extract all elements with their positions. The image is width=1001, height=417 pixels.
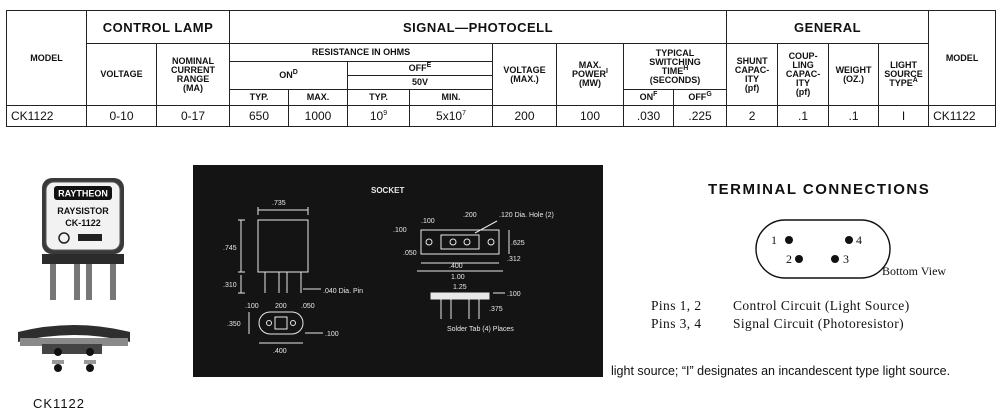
cell-current: 0-17 <box>155 105 231 127</box>
spec-table: MODEL CONTROL LAMP SIGNAL—PHOTOCELL GENE… <box>6 10 997 127</box>
svg-text:.200: .200 <box>463 212 477 219</box>
model-header: MODEL <box>6 10 87 106</box>
cell-shunt: 2 <box>726 105 779 127</box>
cell-model-right: CK1122 <box>928 105 997 127</box>
pin-diagram: 1 2 3 4 Bottom View <box>755 219 946 279</box>
raysistor-photo: RAYTHEON RAYSISTOR CK-1122 <box>42 178 124 300</box>
on-header: OND <box>229 61 349 90</box>
cell-weight: .1 <box>828 105 880 127</box>
photo-caption: CK1122 <box>33 396 86 411</box>
general-group: GENERAL <box>726 10 930 44</box>
pin-4-label: 4 <box>856 233 862 247</box>
svg-text:.375: .375 <box>489 306 503 313</box>
pin-3-label: 3 <box>843 252 849 266</box>
switching-time-header: TYPICAL SWITCHING TIMEH (SECONDS) <box>623 43 728 90</box>
off-typ-header: TYP. <box>347 89 411 106</box>
cell-light-source: I <box>878 105 930 127</box>
light-source-header: LIGHT SOURCE TYPEA <box>878 43 930 106</box>
pin-1-dot <box>785 236 793 244</box>
svg-text:.400: .400 <box>449 263 463 270</box>
pin-1-label: 1 <box>771 233 777 247</box>
resistance-header: RESISTANCE IN OHMS <box>229 43 494 62</box>
model-header-right: MODEL <box>928 10 997 106</box>
shunt-capacity-header: SHUNT CAPAC- ITY (pf) <box>726 43 779 106</box>
pin-3-dot <box>831 255 839 263</box>
on-typ-header: TYP. <box>229 89 290 106</box>
nominal-current-header: NOMINAL CURRENT RANGE (MA) <box>155 43 231 106</box>
svg-text:.100: .100 <box>507 291 521 298</box>
cell-off-min: 5x107 <box>409 105 494 127</box>
svg-text:.310: .310 <box>223 282 237 289</box>
off-condition: 50V <box>347 75 494 90</box>
cell-switch-off: .225 <box>673 105 728 127</box>
svg-text:.735: .735 <box>272 200 286 207</box>
svg-text:.100: .100 <box>325 331 339 338</box>
footnote: light source; “I” designates an incandes… <box>611 364 951 378</box>
svg-text:.100: .100 <box>393 227 407 234</box>
svg-text:.040 Dia. Pin: .040 Dia. Pin <box>323 288 363 295</box>
svg-text:.050: .050 <box>301 303 315 310</box>
cell-voltage: 0-10 <box>86 105 157 127</box>
svg-text:.350: .350 <box>227 321 241 328</box>
switch-on-header: ONF <box>623 89 675 106</box>
svg-text:200: 200 <box>275 303 287 310</box>
svg-text:.050: .050 <box>403 250 417 257</box>
socket-title: SOCKET <box>371 186 404 195</box>
voltage-header: VOLTAGE <box>86 43 157 106</box>
svg-text:.100: .100 <box>421 218 435 225</box>
cell-model: CK1122 <box>6 105 87 127</box>
photo-brand: RAYTHEON <box>58 189 108 199</box>
max-power-header: MAX. POWERI (MW) <box>556 43 625 106</box>
svg-text:.400: .400 <box>273 348 287 355</box>
table-row: CK1122 0-10 0-17 650 1000 109 5x107 200 … <box>6 105 997 127</box>
svg-text:Solder Tab (4) Places: Solder Tab (4) Places <box>447 326 514 333</box>
coupling-capacity-header: COUP- LING CAPAC- ITY (pf) <box>777 43 830 106</box>
off-min-header: MIN. <box>409 89 494 106</box>
svg-text:.745: .745 <box>223 245 237 252</box>
cell-switch-on: .030 <box>623 105 675 127</box>
cell-voltage-max: 200 <box>492 105 558 127</box>
pin-4-dot <box>845 236 853 244</box>
signal-photocell-group: SIGNAL—PHOTOCELL <box>229 10 728 44</box>
pin-2-dot <box>795 255 803 263</box>
on-max-header: MAX. <box>288 89 349 106</box>
switch-off-header: OFFG <box>673 89 728 106</box>
raysistor-side-photo <box>18 325 130 372</box>
off-header: OFFE <box>347 61 494 76</box>
svg-text:1.00: 1.00 <box>451 274 465 281</box>
weight-header: WEIGHT (OZ.) <box>828 43 880 106</box>
terminal-connections-title: TERMINAL CONNECTIONS <box>708 181 931 198</box>
cell-on-typ: 650 <box>229 105 290 127</box>
cell-coupling: .1 <box>777 105 830 127</box>
photo-part: CK-1122 <box>65 218 101 228</box>
svg-text:.100: .100 <box>245 303 259 310</box>
control-lamp-group: CONTROL LAMP <box>85 10 231 44</box>
photo-name: RAYSISTOR <box>57 206 109 216</box>
bottom-view-label: Bottom View <box>882 264 946 278</box>
svg-text:.625: .625 <box>511 240 525 247</box>
svg-text:.312: .312 <box>507 256 521 263</box>
pin-2-label: 2 <box>786 252 792 266</box>
voltage-max-header: VOLTAGE (MAX.) <box>492 43 558 106</box>
cell-off-typ: 109 <box>347 105 411 127</box>
cell-on-max: 1000 <box>288 105 349 127</box>
svg-text:1.25: 1.25 <box>453 284 467 291</box>
svg-text:.120 Dia. Hole (2): .120 Dia. Hole (2) <box>499 212 554 219</box>
socket-drawing: SOCKET .735 .745 .310 .040 Dia. Pin .100… <box>193 165 603 377</box>
cell-max-power: 100 <box>556 105 625 127</box>
